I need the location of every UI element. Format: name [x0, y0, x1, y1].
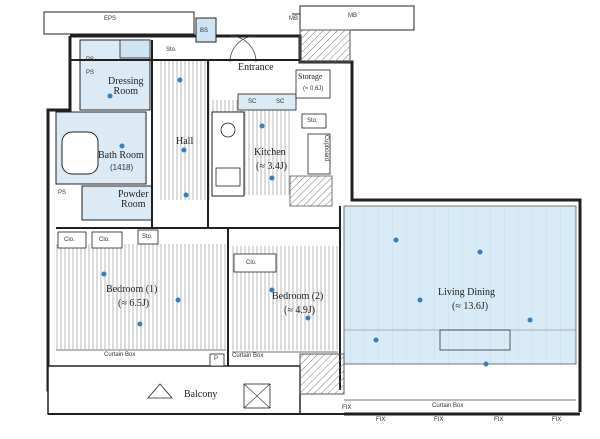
entrance-label: Entrance: [238, 62, 274, 73]
fix-label-3: FIX: [434, 417, 444, 423]
ps-label-1: PS: [86, 57, 95, 63]
dining-table: [439, 329, 511, 351]
mb-label-2: MB: [348, 13, 357, 19]
p-mark: P: [214, 356, 219, 362]
clo-label-1: Clo.: [64, 237, 75, 243]
fix-label-2: FIX: [376, 417, 386, 423]
hall-floor: [160, 60, 210, 200]
bedroom2-size: (≈ 4.9J): [284, 305, 316, 316]
sc-label-1: SC: [248, 99, 257, 105]
ps-label-2: PS: [86, 70, 95, 76]
washer: [119, 39, 151, 59]
ceiling-lights: [101, 77, 533, 367]
clo-label-2: Clo.: [99, 237, 110, 243]
cupboard-label: Cupboard: [323, 134, 330, 162]
sto-upper-label: Sto.: [166, 47, 177, 53]
curtain-box-label-3: Curtain Box: [432, 403, 464, 409]
hall-label: Hall: [176, 136, 194, 147]
cupboard: [307, 133, 331, 175]
bedroom1-floor: [56, 244, 226, 349]
clo-1: [57, 231, 87, 249]
curtain-box-label-2: Curtain Box: [232, 353, 264, 359]
bedroom1-size: (≈ 6.5J): [118, 298, 150, 309]
clo-label-3: Clo.: [246, 260, 257, 266]
bath-room-label: Bath Room: [98, 150, 144, 161]
eps-shaft: [43, 11, 195, 35]
clo-3: [233, 253, 277, 273]
bs-shaft: [195, 17, 217, 43]
living-dining-floor: [344, 206, 576, 364]
interior-walls: [56, 40, 341, 390]
dressing-room-label: Dressing Room: [108, 76, 144, 97]
sto-kitchen-label: Sto.: [307, 118, 318, 124]
eps-label: EPS: [104, 16, 117, 22]
sto-kitchen: [301, 113, 327, 129]
kitchen-size: (≈ 3.4J): [256, 161, 288, 172]
bedroom1-label: Bedroom (1): [106, 284, 158, 295]
storage-label: Storage: [298, 72, 323, 81]
powder-room-label: Powder Room: [118, 189, 149, 210]
shoe-cabinet: [237, 93, 297, 111]
balcony-label: Balcony: [184, 389, 218, 400]
shaft-top: [299, 29, 351, 63]
bath-size: (1418): [110, 163, 134, 172]
sc-label-2: SC: [276, 99, 285, 105]
living-dining-label: Living Dining: [438, 287, 495, 298]
bathtub: [61, 131, 99, 175]
storage: [295, 69, 331, 99]
fix-label-4: FIX: [494, 417, 504, 423]
clo-2: [91, 231, 123, 249]
sink: [215, 167, 241, 187]
bs-label: BS: [200, 28, 209, 34]
living-dining-size: (≈ 13.6J): [452, 301, 489, 312]
curtain-box-label-1: Curtain Box: [104, 352, 136, 358]
bedroom2-label: Bedroom (2): [272, 291, 324, 302]
ps-label-3: PS: [58, 190, 67, 196]
sto-hall: [137, 229, 159, 245]
fix-label-1: FIX: [342, 405, 352, 411]
storage-size: (≈ 0.6J): [303, 86, 324, 92]
fix-label-5: FIX: [552, 417, 562, 423]
kitchen-label: Kitchen: [254, 147, 286, 158]
mb-area: [299, 5, 415, 31]
sto-hall-label: Sto.: [142, 234, 153, 240]
mb-label-1: MB: [289, 16, 298, 22]
